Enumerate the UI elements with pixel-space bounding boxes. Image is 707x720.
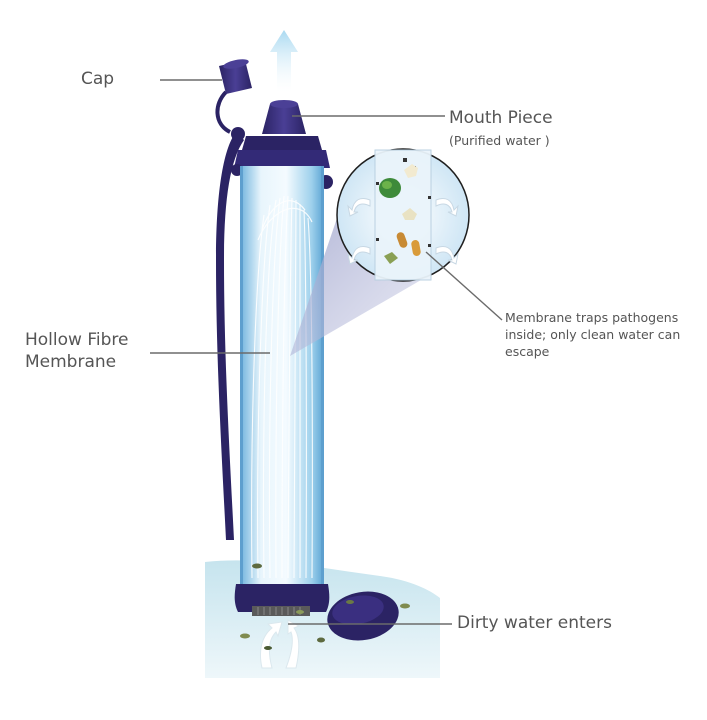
mouth-piece-label: Mouth Piece [449,108,553,128]
leader-lines [150,79,503,625]
magnified-view [336,148,470,282]
lanyard-strap [216,132,244,540]
leader-membrane [425,251,503,321]
mouth-piece [242,100,322,150]
intake-grille [252,606,310,616]
purified-water-label: (Purified water ) [449,133,550,148]
bottom-cap [327,591,399,641]
dirty-water-label: Dirty water enters [457,613,612,633]
hollow-fibre-label-line1: Hollow Fibre [25,330,129,350]
hollow-fibre-label-line2: Membrane [25,352,117,373]
lower-collar [234,584,330,612]
membrane-note-label: Membrane traps pathogens inside; only cl… [505,310,681,359]
purified-water-arrow [270,30,298,92]
upper-collar [234,150,330,168]
cap-tether [215,90,232,134]
hollow-fibre-membrane-label: Hollow Fibre Membrane [25,329,155,373]
tube-edge-right [321,166,324,584]
lanyard-ring [231,127,245,141]
cap-label: Cap [81,69,115,89]
tube-edge-left [240,166,243,584]
cap [219,59,252,94]
debris-particles [240,563,410,650]
intake-arrows [259,619,301,669]
